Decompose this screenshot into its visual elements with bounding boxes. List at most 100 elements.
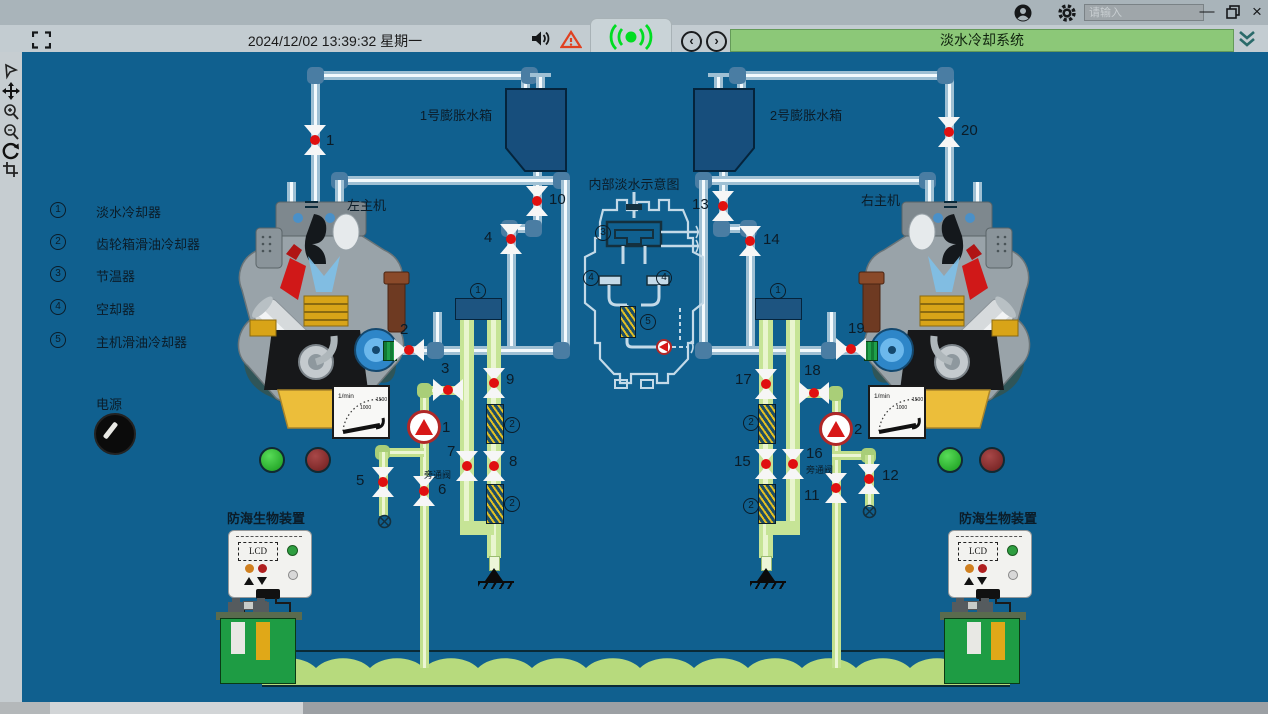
expansion-tank-2: [693, 88, 755, 172]
valve-14[interactable]: [738, 226, 762, 256]
bypass-valve-label: 旁通阀: [424, 470, 452, 480]
bio-orange-button[interactable]: [245, 564, 254, 573]
valve-14-label: 14: [763, 231, 780, 248]
lcd-display: LCD: [238, 542, 278, 561]
bio-electrode-yellow: [991, 622, 1005, 660]
user-icon[interactable]: [1014, 4, 1032, 22]
scrollbar-thumb[interactable]: [50, 702, 303, 714]
minimize-button[interactable]: —: [1199, 3, 1215, 20]
valve-12[interactable]: [857, 464, 881, 494]
gear-icon[interactable]: [1058, 4, 1076, 22]
legend-marker: 5: [50, 332, 66, 348]
cursor-tool-icon[interactable]: [2, 62, 20, 80]
bio-red-button[interactable]: [978, 564, 987, 573]
drain-ground-hatch: [478, 583, 514, 589]
valve-6[interactable]: [412, 476, 436, 506]
valve-5[interactable]: [371, 467, 395, 497]
bio-red-button[interactable]: [258, 564, 267, 573]
search-input[interactable]: [1084, 4, 1204, 21]
panel-trim: [236, 536, 302, 537]
valve-20[interactable]: [937, 117, 961, 147]
restore-button[interactable]: [1226, 5, 1240, 19]
air-cooler-marker: 4: [583, 270, 599, 286]
close-button[interactable]: ×: [1252, 2, 1262, 21]
collapse-chevron-icon[interactable]: [1238, 30, 1256, 47]
datetime-display: 2024/12/02 13:39:32 星期一: [247, 33, 423, 49]
cooler-marker: 2: [743, 415, 759, 431]
sea-channel-top-edge: [262, 650, 1010, 652]
valve-15[interactable]: [754, 449, 778, 479]
zoom-in-tool-icon[interactable]: [2, 103, 20, 121]
valve-9[interactable]: [482, 368, 506, 398]
pipe: [335, 176, 569, 185]
schematic-oil-cooler: [620, 306, 636, 338]
bio-up-button[interactable]: [244, 577, 254, 585]
pipe: [287, 182, 296, 214]
seawater-column: [786, 318, 800, 535]
power-knob[interactable]: [94, 413, 136, 455]
bio-down-button[interactable]: [977, 577, 987, 585]
valve-11[interactable]: [824, 473, 848, 503]
valve-13[interactable]: [711, 191, 735, 221]
seawater-pump-1[interactable]: [407, 410, 441, 444]
speaker-icon[interactable]: [530, 28, 551, 49]
valve-3-label: 3: [441, 360, 450, 377]
engine-mark: [944, 206, 957, 208]
lcd-display: LCD: [958, 542, 998, 561]
bio-green-led: [1007, 545, 1018, 556]
nav-prev-button[interactable]: ‹: [681, 31, 702, 52]
valve-16-label: 16: [806, 445, 823, 462]
valve-1[interactable]: [303, 125, 327, 155]
valve-10-label: 10: [549, 191, 566, 208]
horizontal-scrollbar[interactable]: [0, 702, 1268, 714]
bio-down-button[interactable]: [257, 577, 267, 585]
pipe-elbow: [713, 220, 730, 237]
valve-13-label: 13: [692, 196, 709, 213]
pipe: [766, 521, 798, 535]
electrode-nub: [232, 598, 240, 604]
tank-vent-pipe: [536, 76, 545, 90]
valve-18[interactable]: [799, 381, 829, 405]
nav-next-button[interactable]: ›: [706, 31, 727, 52]
gearbox-oil-cooler: [758, 404, 776, 444]
valve-8[interactable]: [482, 451, 506, 481]
center-engine-schematic: [583, 192, 705, 389]
valve-3[interactable]: [433, 378, 463, 402]
gearbox-oil-cooler: [486, 404, 504, 444]
valve-10[interactable]: [525, 186, 549, 216]
electrode-cap: [228, 602, 244, 614]
right-engine-label: 右主机: [861, 193, 901, 208]
sea-water: [262, 658, 1010, 685]
valve-16[interactable]: [781, 449, 805, 479]
pipe-elbow: [553, 342, 570, 359]
rotate-tool-icon[interactable]: [2, 142, 20, 160]
pan-move-tool-icon[interactable]: [2, 82, 20, 100]
signal-icon: [609, 24, 653, 50]
pipe: [827, 312, 836, 350]
pipe: [507, 228, 516, 350]
valve-19[interactable]: [836, 337, 866, 361]
seawater-pump-2[interactable]: [819, 412, 853, 446]
bio-control-panel: [948, 530, 1032, 598]
bio-orange-button[interactable]: [965, 564, 974, 573]
pipe-elbow: [521, 67, 538, 84]
crop-tool-icon[interactable]: [2, 161, 20, 179]
fullscreen-icon[interactable]: [32, 31, 51, 49]
valve-7[interactable]: [455, 451, 479, 481]
thermostat-marker: 3: [595, 225, 611, 241]
valve-17[interactable]: [754, 369, 778, 399]
pump-2-label: 2: [854, 421, 863, 438]
drain-symbol: [757, 568, 775, 581]
tank-vent-cap: [530, 73, 551, 77]
schematic-pump-icon: [656, 339, 672, 355]
bio-white-led: [1008, 570, 1018, 580]
bio-up-button[interactable]: [964, 577, 974, 585]
zoom-out-tool-icon[interactable]: [2, 123, 20, 141]
valve-2[interactable]: [394, 338, 424, 362]
pipe: [973, 182, 982, 214]
alarm-warning-icon[interactable]: [560, 30, 582, 49]
bio-connector: [256, 589, 280, 599]
valve-7-label: 7: [447, 443, 456, 460]
legend-item: 淡水冷却器: [96, 205, 162, 220]
valve-4[interactable]: [499, 224, 523, 254]
